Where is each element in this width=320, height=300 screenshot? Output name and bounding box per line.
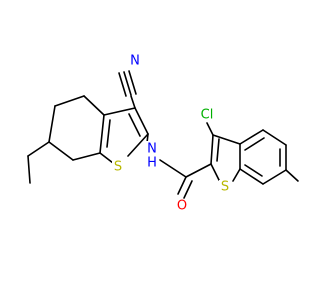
bond-s-c7aprime: [232, 168, 241, 182]
bond-c3-c2-b: [128, 113, 141, 137]
bond-ethyl-terminal: [27, 155, 31, 184]
bond-c7a-c3a-a: [99, 114, 105, 154]
atom-nitrile-n: N: [130, 54, 140, 69]
bond-c4-c5: [54, 95, 85, 107]
atom-carbonyl-o: O: [177, 199, 187, 214]
bond-carbonyl-o-a: [177, 176, 187, 195]
bond-c2prime-c3prime-a: [210, 134, 214, 165]
bond-c6-c7: [48, 141, 74, 161]
bond-c7-c7a: [72, 152, 101, 161]
bond-nh-carbonyl: [159, 159, 187, 178]
bond-nitrile-triple-a: [123, 71, 132, 96]
atom-right-s: S: [221, 180, 229, 195]
bond-s1-c7a: [99, 152, 114, 164]
bond-c7prime-c7aprime-a: [239, 168, 264, 185]
bonds: [27, 70, 299, 199]
bond-c2-s1: [127, 133, 149, 157]
bond-c6-ethyl: [27, 141, 50, 157]
bond-c6prime-methyl: [285, 169, 299, 182]
bond-carbonyl-o-b: [183, 180, 193, 199]
bond-nitrile-c3: [130, 95, 136, 109]
bond-c3-c2-a: [134, 107, 149, 135]
bond-c2prime-s: [210, 163, 220, 181]
bond-c7a-c3a-b: [106, 119, 111, 148]
bond-carbonyl-c2prime: [185, 163, 212, 178]
bond-c3prime-cl: [206, 122, 214, 136]
bond-c2prime-c3prime-b: [216, 138, 220, 162]
bond-c3aprime-c4prime-b: [244, 137, 265, 151]
bond-nitrile-triple-b: [118, 72, 127, 97]
atom-labels: N N H S S O Cl: [112, 54, 231, 214]
molecule-structure: N N H S S O Cl: [27, 54, 299, 214]
bond-c7prime-c7aprime-b: [244, 164, 263, 177]
bond-c3aprime-c4prime-a: [239, 129, 264, 145]
bond-nitrile-triple-c: [128, 70, 137, 95]
bond-c6prime-c7prime: [262, 169, 287, 185]
bond-c3-c3a: [103, 107, 136, 116]
bond-c5-c6: [48, 105, 56, 143]
atom-chlorine: Cl: [201, 108, 214, 123]
molecule-canvas: N N H S S O Cl: [27, 54, 299, 214]
atom-left-s: S: [114, 160, 122, 175]
bond-c3a-c4: [83, 95, 105, 116]
atom-amide-n: N: [147, 142, 157, 157]
bond-c3prime-c3aprime: [212, 134, 241, 145]
atom-amide-h: H: [147, 156, 157, 171]
bond-c4prime-c5prime: [262, 129, 287, 146]
